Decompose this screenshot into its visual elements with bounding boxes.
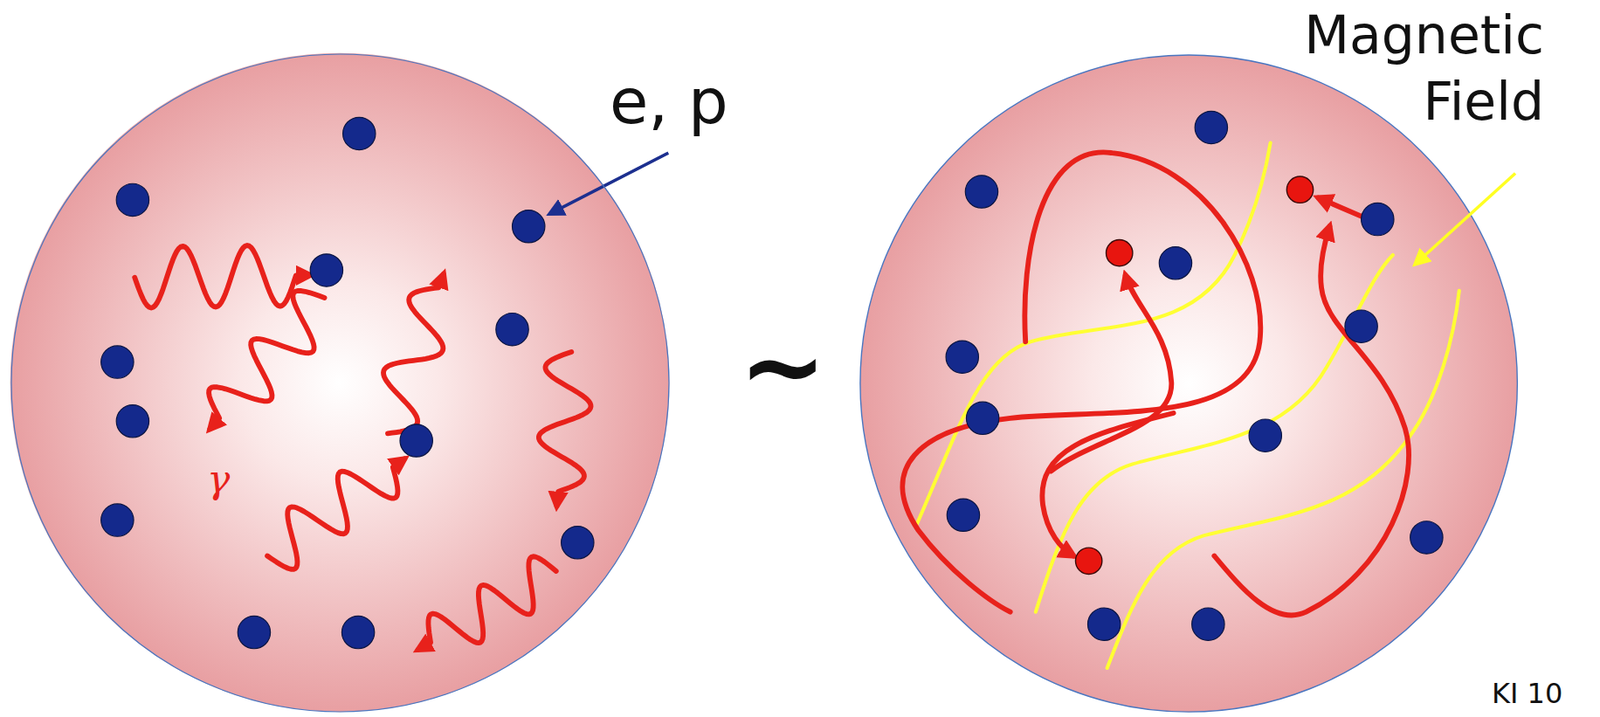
photon-wave [208,290,325,429]
photon-wave [134,245,311,308]
ball-border [11,54,669,712]
charged-particle [101,503,134,537]
photon-wave [267,458,405,569]
plasma-ball [10,53,670,712]
similarity-sign: ~ [738,314,828,420]
leader-arrow [551,152,669,214]
particle-label: e, p [609,69,729,133]
charged-particle [116,183,149,216]
charged-particle [496,313,529,346]
photon-plasma-ball: γ [10,53,670,713]
charged-particle [512,210,545,243]
charged-particle [310,254,343,287]
charged-particle [343,117,376,150]
charged-particle [1344,310,1378,343]
charged-particle [237,615,270,649]
charged-particle [1248,419,1282,452]
ball-outline [10,53,670,713]
trajectory [1041,413,1173,556]
photon-symbol: γ [206,460,230,499]
charged-particle [1158,247,1192,280]
charged-particle [341,615,374,649]
trajectory [1318,198,1362,217]
leader-arrow [1416,173,1516,264]
accelerated-particle [1106,239,1133,266]
particle-trajectories [902,151,1409,615]
photon-wave [418,556,557,650]
plasma-ball [860,55,1518,712]
charged-particle [965,175,998,208]
charged-particle [1087,607,1120,641]
field-label: Magnetic Field [1247,1,1545,135]
charged-particle [1192,607,1225,641]
photon-wave [538,351,592,506]
charged-particle [965,401,999,435]
charged-particle [1194,110,1228,144]
charged-particle [946,498,980,532]
charged-particle [945,340,979,373]
charged-particle [561,526,594,559]
trajectory [1213,226,1409,615]
charged-particle [400,424,433,457]
charged-particle [1361,202,1394,235]
accelerated-particle [1075,547,1102,574]
trajectory [1050,275,1172,471]
charged-particle [1410,521,1443,554]
field-line [916,142,1270,525]
photon-waves [134,245,591,650]
slide-number: KI 10 [1491,679,1563,708]
accelerated-particle [1286,176,1313,203]
particles [101,110,1443,649]
charged-particle [101,345,134,379]
photon-wave [383,274,444,434]
charged-particle [116,405,149,438]
trajectory [902,151,1261,612]
